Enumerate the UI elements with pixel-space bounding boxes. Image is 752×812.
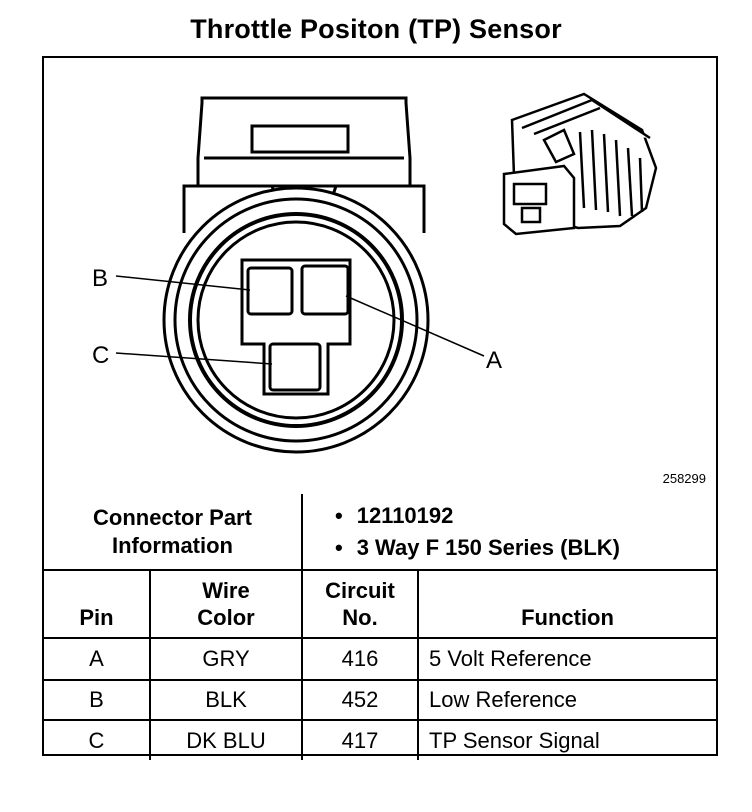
header-wire-color: Wire Color: [149, 569, 303, 639]
cell-circuit: 416: [301, 637, 419, 681]
connector-info-row: Connector Part Information 12110192 3 Wa…: [44, 494, 716, 571]
connector-face: [162, 96, 430, 454]
figure-number: 258299: [662, 471, 706, 486]
header-circuit: Circuit No.: [301, 569, 419, 639]
cell-wire-color: DK BLU: [149, 719, 303, 760]
pin-leader-lines: [115, 275, 485, 365]
cell-circuit: 417: [301, 719, 419, 760]
pin-label-a: A: [486, 347, 502, 374]
connector-info-label: Connector Part Information: [44, 494, 303, 571]
connector-part-number: 12110192: [335, 500, 716, 532]
pin-label-b: B: [92, 265, 108, 292]
cell-function: Low Reference: [417, 679, 716, 721]
connector-info-values: 12110192 3 Way F 150 Series (BLK): [301, 494, 716, 571]
cell-wire-color: GRY: [149, 637, 303, 681]
cell-function: TP Sensor Signal: [417, 719, 716, 760]
connector-description: 3 Way F 150 Series (BLK): [335, 532, 716, 564]
connector-table: Connector Part Information 12110192 3 Wa…: [44, 494, 716, 760]
connector-perspective-icon: [502, 92, 658, 236]
header-pin: Pin: [44, 569, 151, 639]
pin-label-c: C: [92, 342, 109, 369]
diagram-title: Throttle Positon (TP) Sensor: [190, 14, 562, 44]
table-row: B BLK 452 Low Reference: [44, 679, 716, 721]
terminal-a: [300, 264, 350, 316]
table-header-row: Pin Wire Color Circuit No. Function: [44, 569, 716, 639]
table-row: C DK BLU 417 TP Sensor Signal: [44, 719, 716, 760]
diagram-frame: B C A 258299 Conn: [42, 56, 718, 760]
terminal-c: [268, 342, 322, 392]
header-function: Function: [417, 569, 716, 639]
connector-face-drawing: B C A: [92, 92, 658, 454]
table-row: A GRY 416 5 Volt Reference: [44, 637, 716, 681]
cell-pin: A: [44, 637, 151, 681]
terminal-b: [246, 266, 294, 316]
cell-wire-color: BLK: [149, 679, 303, 721]
cell-pin: C: [44, 719, 151, 760]
cell-circuit: 452: [301, 679, 419, 721]
cell-pin: B: [44, 679, 151, 721]
cell-function: 5 Volt Reference: [417, 637, 716, 681]
